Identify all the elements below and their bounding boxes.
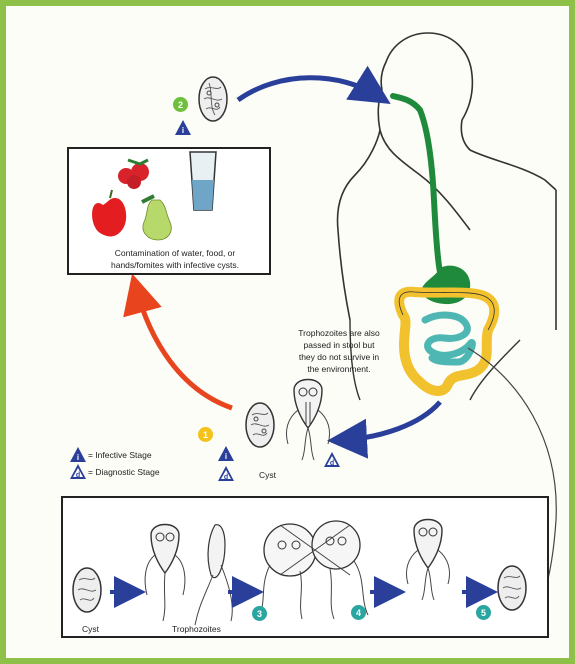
ingestion-arrow: [238, 78, 378, 100]
cyst-top: [199, 77, 227, 121]
legend-infective-icon: i: [70, 447, 86, 462]
step-2-badge: 2: [173, 97, 188, 112]
note-line3: they do not survive in: [264, 352, 414, 362]
step-4-badge: 4: [351, 605, 366, 620]
note-line2: passed in stool but: [264, 340, 414, 350]
svg-text:i: i: [182, 126, 184, 135]
cyst-label-middle: Cyst: [259, 470, 276, 480]
svg-text:d: d: [224, 474, 228, 481]
contamination-caption-line1: Contamination of water, food, or: [80, 248, 270, 258]
bottom-cyst-right: [498, 566, 526, 610]
stomach: [422, 266, 470, 304]
legend-infective-label: = Infective Stage: [88, 450, 152, 460]
step-5-badge: 5: [476, 605, 491, 620]
esophagus: [393, 96, 440, 272]
trophozoites-label: Trophozoites: [172, 624, 221, 634]
diagnostic-stage-icon-trophozoite: d: [324, 452, 340, 467]
cyst-middle: [246, 403, 274, 447]
bottom-cyst-left: [73, 568, 101, 612]
legend-diagnostic-icon: d: [70, 464, 86, 479]
legend-diagnostic-label: = Diagnostic Stage: [88, 467, 160, 477]
contamination-caption-line2: hands/fomites with infective cysts.: [80, 260, 270, 270]
svg-text:i: i: [77, 453, 79, 462]
water-glass-icon: [190, 152, 216, 210]
step-1-badge: 1: [198, 427, 213, 442]
svg-text:d: d: [330, 460, 334, 467]
small-intestine: [425, 315, 472, 362]
step-3-badge: 3: [252, 606, 267, 621]
excretion-arrow: [342, 402, 440, 440]
infective-stage-icon-middle: i: [218, 446, 234, 461]
note-line1: Trophozoites are also: [264, 328, 414, 338]
svg-text:d: d: [76, 472, 80, 479]
note-line4: the environment.: [264, 364, 414, 374]
diagnostic-stage-icon-middle: d: [218, 466, 234, 481]
infective-stage-icon: i: [175, 120, 191, 135]
contamination-arrow: [136, 288, 232, 408]
cyst-label-bottom: Cyst: [82, 624, 99, 634]
trophozoite-middle: [286, 380, 329, 461]
svg-text:i: i: [225, 452, 227, 461]
